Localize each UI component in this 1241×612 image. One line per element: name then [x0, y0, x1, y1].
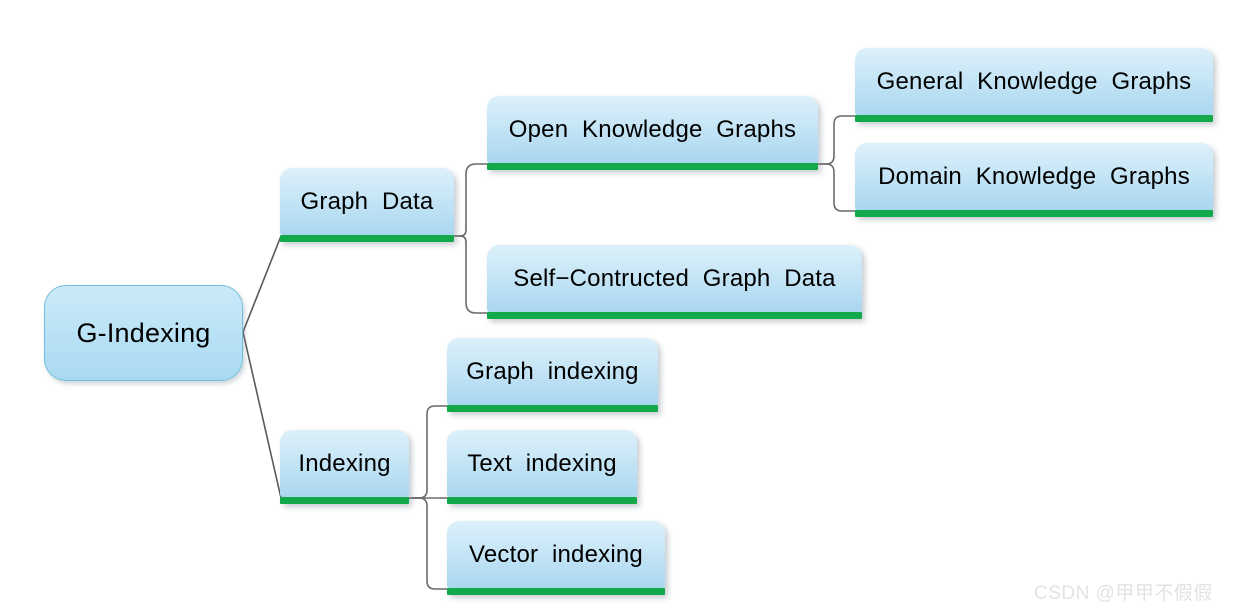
node-domain-knowledge-graphs-body: Domain Knowledge Graphs [855, 143, 1213, 210]
node-general-knowledge-graphs-label: General Knowledge Graphs [876, 67, 1192, 95]
node-self-contructed-graph-data-label: Self−Contructed Graph Data [513, 264, 836, 292]
node-open-knowledge-graphs-body: Open Knowledge Graphs [487, 96, 818, 163]
node-self-contructed-graph-data[interactable]: Self−Contructed Graph Data [487, 245, 862, 319]
node-graph-data-label: Graph Data [300, 187, 434, 215]
node-g-indexing[interactable]: G-Indexing [44, 285, 243, 381]
watermark: CSDN @甲甲不假假 [1034, 583, 1213, 604]
node-graph-indexing-accent-bar [447, 405, 658, 412]
node-vector-indexing-label: Vector indexing [469, 540, 643, 568]
node-graph-indexing-body: Graph indexing [447, 338, 658, 405]
node-open-knowledge-graphs-accent-bar [487, 163, 818, 170]
node-text-indexing-accent-bar [447, 497, 637, 504]
node-graph-indexing-label: Graph indexing [466, 357, 639, 385]
node-indexing-label: Indexing [298, 449, 391, 477]
node-graph-data-body: Graph Data [280, 168, 454, 235]
node-vector-indexing[interactable]: Vector indexing [447, 521, 665, 595]
node-domain-knowledge-graphs[interactable]: Domain Knowledge Graphs [855, 143, 1213, 217]
node-open-knowledge-graphs-label: Open Knowledge Graphs [508, 115, 797, 143]
node-vector-indexing-accent-bar [447, 588, 665, 595]
node-indexing-accent-bar [280, 497, 409, 504]
node-text-indexing-body: Text indexing [447, 430, 637, 497]
connector-indexing-to-vector-indexing [408, 497, 448, 590]
root-connector-group [242, 235, 282, 499]
node-graph-data-accent-bar [280, 235, 454, 242]
connector-indexing-to-graph-indexing [408, 405, 448, 499]
connector-graph-data-to-open-knowledge-graphs [453, 163, 488, 237]
connector-open-kg-to-general-kg [817, 115, 856, 165]
connector-open-kg-to-domain-kg [817, 163, 856, 212]
node-open-knowledge-graphs[interactable]: Open Knowledge Graphs [487, 96, 818, 170]
node-g-indexing-label: G-Indexing [76, 317, 211, 348]
node-graph-indexing[interactable]: Graph indexing [447, 338, 658, 412]
node-general-knowledge-graphs-body: General Knowledge Graphs [855, 48, 1213, 115]
node-general-knowledge-graphs-accent-bar [855, 115, 1213, 122]
node-text-indexing[interactable]: Text indexing [447, 430, 637, 504]
connector-graph-data-to-self-contructed [453, 235, 488, 314]
node-text-indexing-label: Text indexing [467, 449, 617, 477]
node-general-knowledge-graphs[interactable]: General Knowledge Graphs [855, 48, 1213, 122]
node-g-indexing-body: G-Indexing [44, 285, 243, 381]
node-domain-knowledge-graphs-accent-bar [855, 210, 1213, 217]
node-self-contructed-graph-data-accent-bar [487, 312, 862, 319]
node-domain-knowledge-graphs-label: Domain Knowledge Graphs [878, 162, 1190, 190]
node-self-contructed-graph-data-body: Self−Contructed Graph Data [487, 245, 862, 312]
node-indexing[interactable]: Indexing [280, 430, 409, 504]
connector-root-to-indexing [242, 331, 282, 499]
node-vector-indexing-body: Vector indexing [447, 521, 665, 588]
node-indexing-body: Indexing [280, 430, 409, 497]
connector-root-to-graph-data [242, 235, 282, 333]
node-graph-data[interactable]: Graph Data [280, 168, 454, 242]
